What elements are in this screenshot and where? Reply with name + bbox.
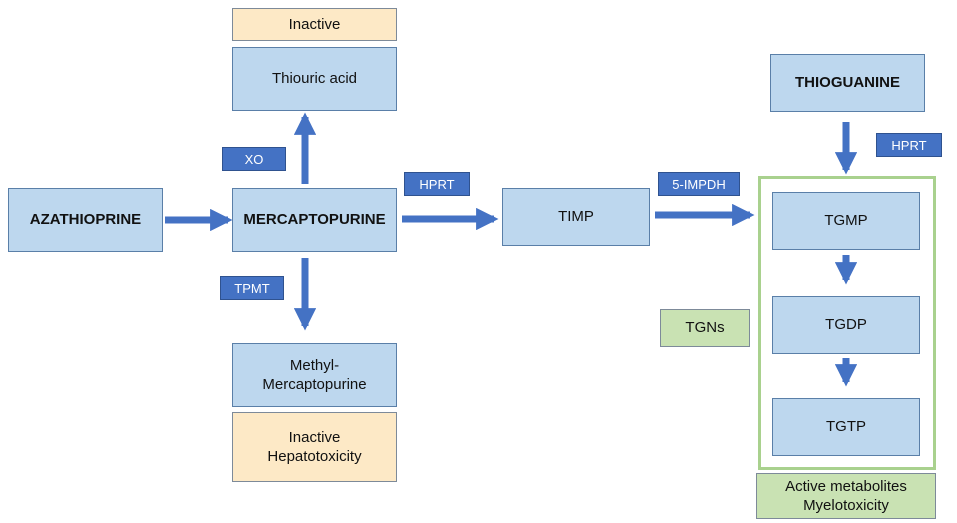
hprt-enzyme-tag-center: HPRT [404, 172, 470, 196]
thioguanine-node: THIOGUANINE [770, 54, 925, 112]
mercaptopurine-node: MERCAPTOPURINE [232, 188, 397, 252]
active-metabolites-label: Active metabolites Myelotoxicity [756, 473, 936, 519]
xo-enzyme-tag: XO [222, 147, 286, 171]
timp-node: TIMP [502, 188, 650, 246]
tgn-group-outline [758, 176, 936, 470]
inactive-top-label: Inactive [232, 8, 397, 41]
tgdp-node: TGDP [772, 296, 920, 354]
inactive-hepatotoxicity-label: Inactive Hepatotoxicity [232, 412, 397, 482]
hprt-enzyme-tag-right: HPRT [876, 133, 942, 157]
thiouric-acid-node: Thiouric acid [232, 47, 397, 111]
tgmp-node: TGMP [772, 192, 920, 250]
tgns-label: TGNs [660, 309, 750, 347]
methyl-mercaptopurine-node: Methyl- Mercaptopurine [232, 343, 397, 407]
impdh-enzyme-tag: 5-IMPDH [658, 172, 740, 196]
azathioprine-node: AZATHIOPRINE [8, 188, 163, 252]
tpmt-enzyme-tag: TPMT [220, 276, 284, 300]
tgtp-node: TGTP [772, 398, 920, 456]
